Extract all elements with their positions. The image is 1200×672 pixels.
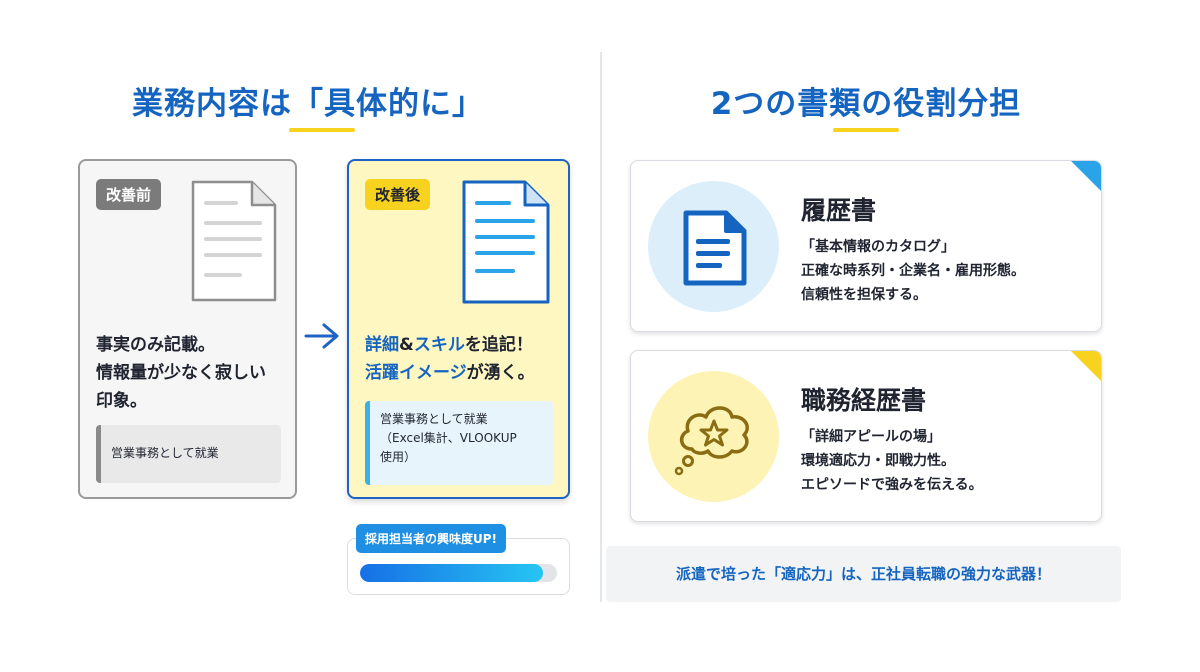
career-card-title: 職務経歴書 xyxy=(801,386,927,415)
document-icon xyxy=(683,210,747,286)
before-example-box: 営業事務として就業 xyxy=(96,425,281,483)
footer-banner: 派遣で培った「適応力」は、正社員転職の強力な武器！ xyxy=(606,546,1121,602)
star-thought-bubble-icon xyxy=(674,406,749,476)
before-tag: 改善前 xyxy=(96,179,162,210)
after-card: 改善後 詳細&スキルを追記！ 活躍イメージが湧く。 営業事務として就業 （Exc… xyxy=(347,159,570,499)
gray-document-icon xyxy=(191,180,277,302)
page-fold xyxy=(1071,351,1101,381)
right-title: 2つの書類の役割分担 xyxy=(710,86,1022,122)
progress-label: 採用担当者の興味度UP! xyxy=(356,524,507,553)
left-title-underline xyxy=(289,128,355,132)
left-title: 業務内容は「具体的に」 xyxy=(132,86,484,122)
arrow-right-icon xyxy=(304,323,339,349)
career-history-card: 職務経歴書 「詳細アピールの場」 環境適応力・即戦力性。 エピソードで強みを伝え… xyxy=(630,350,1102,522)
career-icon-circle xyxy=(648,371,779,502)
resume-card: 履歴書 「基本情報のカタログ」 正確な時系列・企業名・雇用形態。 信頼性を担保す… xyxy=(630,160,1102,332)
section-divider xyxy=(600,52,602,602)
after-description: 詳細&スキルを追記！ 活躍イメージが湧く。 xyxy=(365,335,535,383)
page-fold xyxy=(1071,161,1101,191)
resume-card-title: 履歴書 xyxy=(801,196,877,225)
right-title-underline xyxy=(833,128,899,132)
before-description: 事実のみ記載。 情報量が少なく寂しい 印象。 xyxy=(96,335,266,411)
after-example-box: 営業事務として就業 （Excel集計、VLOOKUP 使用） xyxy=(365,401,553,485)
progress-track xyxy=(360,564,557,582)
resume-card-text: 「基本情報のカタログ」 正確な時系列・企業名・雇用形態。 信頼性を担保する。 xyxy=(801,239,1025,303)
after-tag: 改善後 xyxy=(365,179,431,210)
career-card-text: 「詳細アピールの場」 環境適応力・即戦力性。 エピソードで強みを伝える。 xyxy=(801,429,983,493)
progress-fill xyxy=(360,564,544,582)
resume-icon-circle xyxy=(648,181,779,312)
before-card: 改善前 事実のみ記載。 情報量が少なく寂しい 印象。 営業事務として就業 xyxy=(78,159,297,499)
blue-document-icon xyxy=(462,180,550,304)
interest-progress: 採用担当者の興味度UP! xyxy=(347,524,570,595)
